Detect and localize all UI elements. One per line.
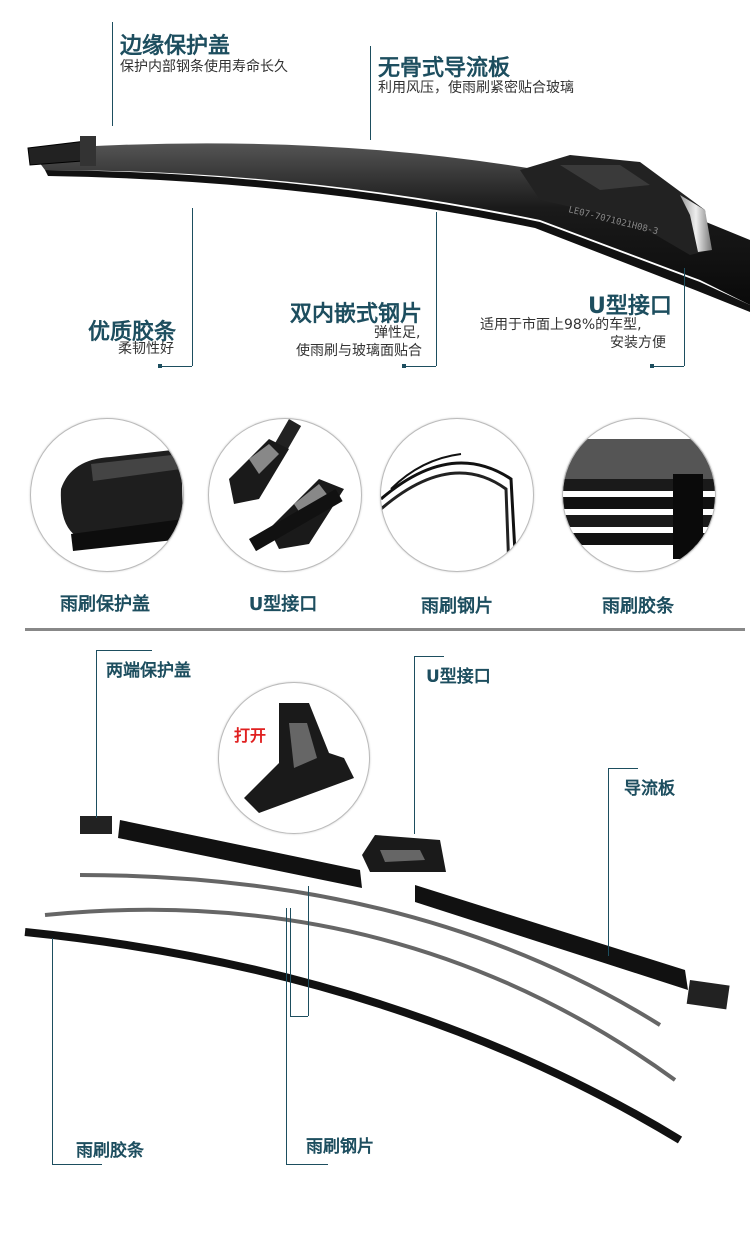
spoiler-title: 无骨式导流板 [378,56,511,81]
circle-steel [380,418,534,572]
edge-cover-desc: 保护内部钢条使用寿命长久 [120,59,288,75]
edge-cover-title: 边缘保护盖 [120,34,231,59]
spoiler-desc: 利用风压，使雨刷紧密贴合玻璃 [378,80,574,96]
u-joint-desc-2: 安装方便 [610,335,666,351]
rubber-desc: 柔韧性好 [118,341,174,357]
circle-label-u-joint: U型接口 [248,594,318,615]
section-divider [25,628,745,631]
open-adapter-circle [218,682,370,834]
u-joint-desc-1: 适用于市面上98%的车型, [480,317,642,333]
steel-desc-1: 弹性足, [374,325,421,341]
u-joint-title: U型接口 [588,294,672,319]
assembled-wiper-blade: LE07-7071021H08-3 [27,136,750,312]
circle-label-rubber: 雨刷胶条 [602,596,674,617]
spoiler-bottom-label: 导流板 [624,779,675,799]
circle-end-cap [30,418,184,572]
open-label: 打开 [234,726,267,745]
steel-title: 双内嵌式钢片 [290,302,423,327]
steel-desc-2: 使雨刷与玻璃面贴合 [296,343,422,359]
circle-rubber [562,418,716,572]
circle-label-end-cap: 雨刷保护盖 [60,594,150,615]
circle-label-steel: 雨刷钢片 [421,596,493,617]
u-joint-bottom-label: U型接口 [426,667,491,687]
steel-bottom-label: 雨刷钢片 [306,1137,374,1157]
end-cap-label: 两端保护盖 [106,661,191,681]
exploded-parts [24,816,730,1144]
circle-u-joint [208,418,362,572]
rubber-title: 优质胶条 [88,320,177,345]
rubber-bottom-label: 雨刷胶条 [76,1141,144,1161]
